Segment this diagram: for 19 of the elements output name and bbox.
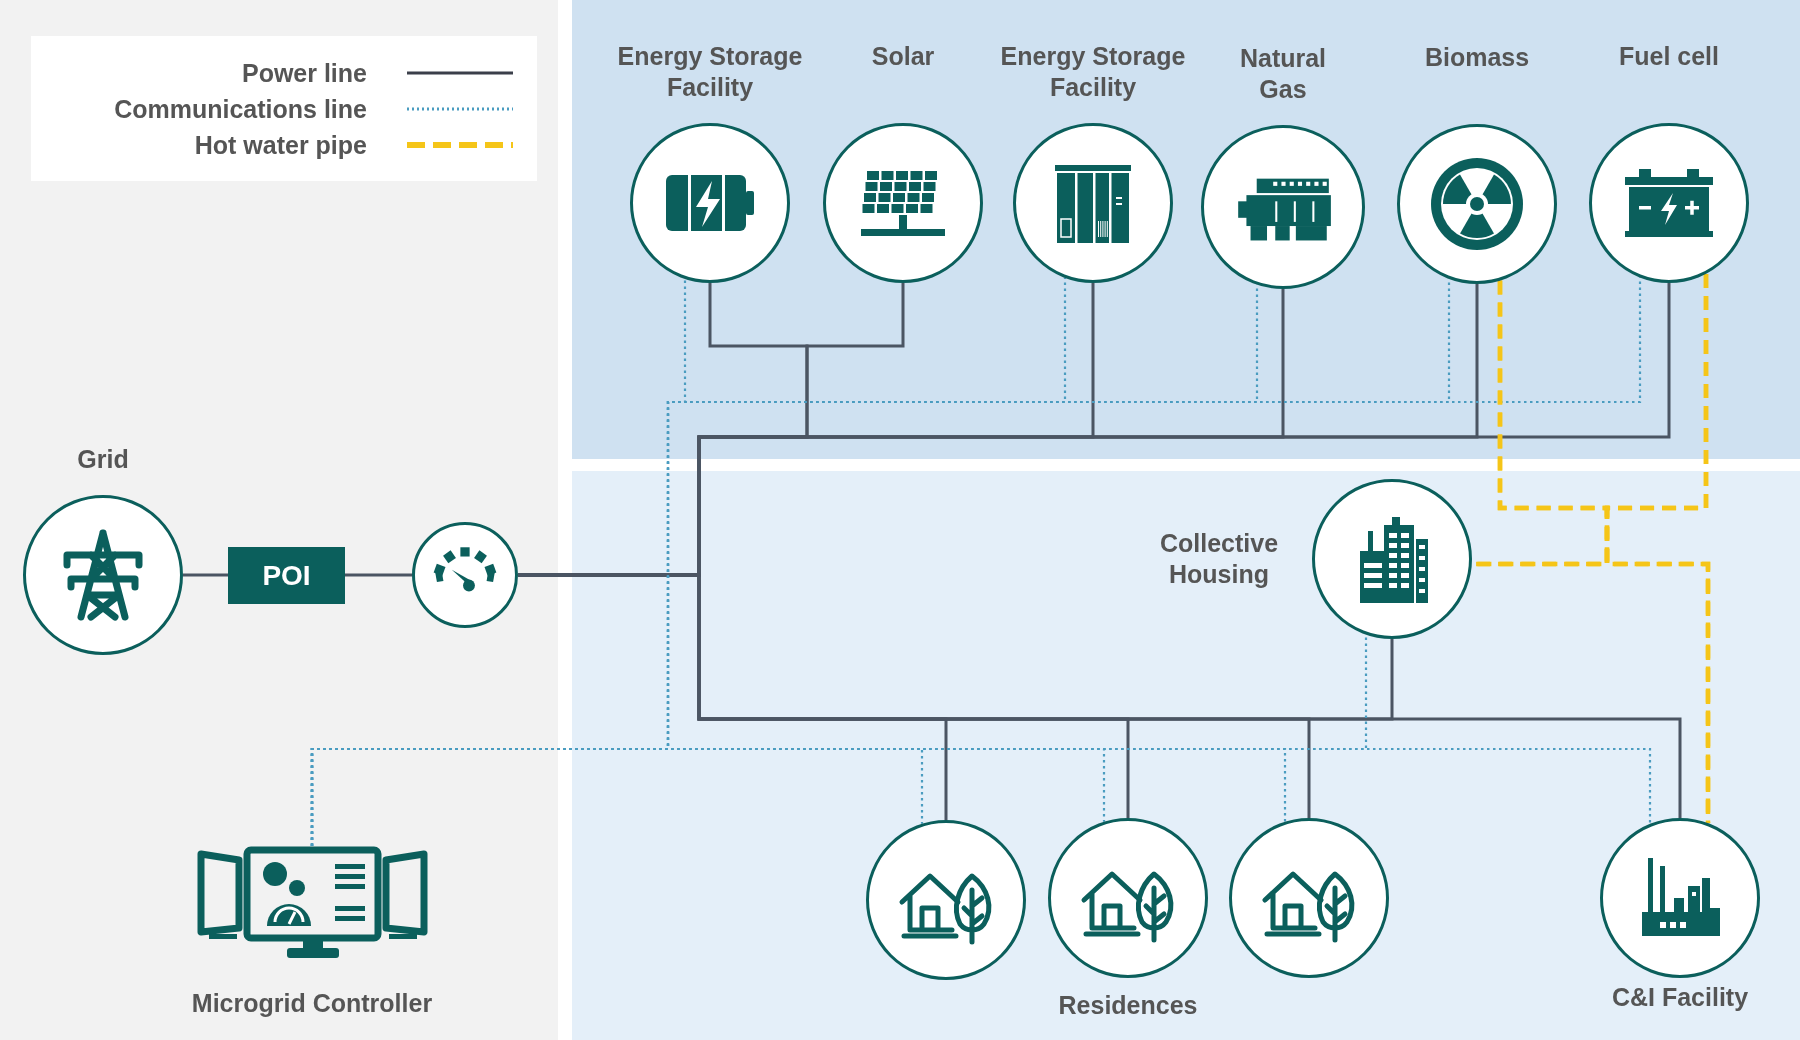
node-label: C&I Facility xyxy=(1610,982,1750,1013)
legend-text: Hot water pipe xyxy=(194,129,367,161)
legend-text: Power line xyxy=(241,57,367,89)
node-label: Collective Housing xyxy=(1158,528,1280,590)
node-label: Solar xyxy=(870,41,936,72)
poi-box: POI xyxy=(228,547,345,604)
node-label: Energy Storage Facility xyxy=(999,41,1187,103)
connector-line xyxy=(310,747,1652,846)
node-label: Biomass xyxy=(1423,42,1531,73)
connector-line xyxy=(1604,273,1711,824)
node-label: Grid xyxy=(76,444,130,475)
legend-text: Communications line xyxy=(114,93,367,125)
group-label: Residences xyxy=(1057,990,1199,1021)
node-label: Energy Storage Facility xyxy=(616,41,804,103)
connector-line xyxy=(345,573,412,577)
node-label: Microgrid Controller xyxy=(190,988,434,1019)
node-label: Fuel cell xyxy=(1617,41,1720,72)
node-label: Natural Gas xyxy=(1238,43,1328,105)
connector-line xyxy=(183,573,228,577)
